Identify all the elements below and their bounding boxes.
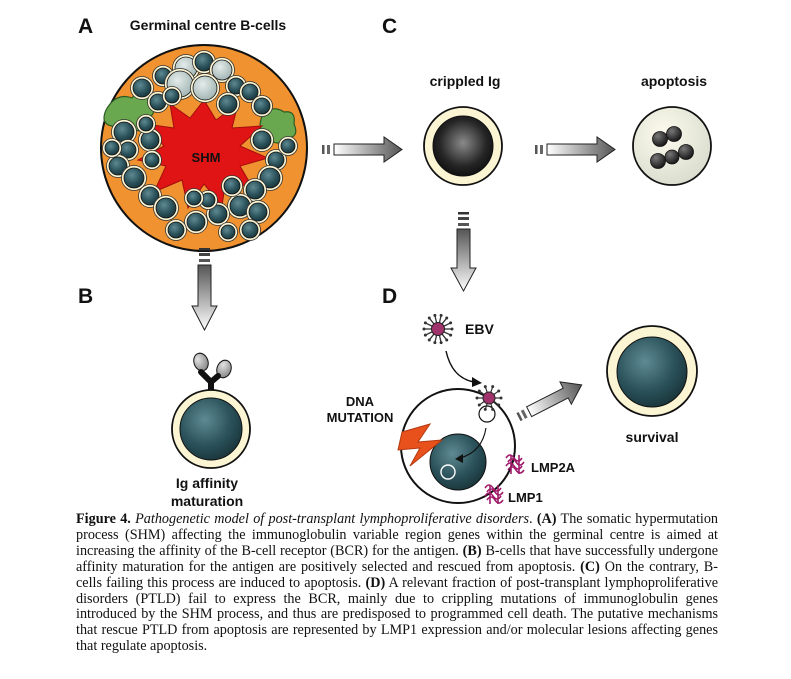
caption-a-marker: (A) [536,511,557,527]
caption-d-text: A relevant fraction of post-transplant l… [76,574,718,655]
b-cell [102,138,122,158]
lmp2a-protein [505,454,525,474]
b-cell [184,210,208,234]
b-cell [136,114,156,134]
b-cell [190,73,220,103]
germinal-centre: Germinal centre B-cells SHM [100,17,308,252]
pathogenetic-model-diagram: A C B D Germinal centre B-cells SHM crip… [78,15,712,509]
lmp1-protein [484,484,504,504]
caption-figure-title: Pathogenetic model of post-transplant ly… [135,511,529,527]
caption-b-text: B-cells that have successfully undergone… [76,542,719,575]
b-cell [250,128,274,152]
affinity-label-line2: maturation [171,493,243,509]
ptld-cell [400,388,516,504]
caption-c-marker: (C) [580,558,600,575]
b-cell [216,92,240,116]
b-cell [278,136,298,156]
antigen-left [193,352,209,372]
mature-b-cell [171,389,251,469]
viral-episome-nuclear [440,464,456,480]
dna-mutation-line2: MUTATION [327,410,394,425]
panel-letter-a: A [78,15,93,38]
apoptotic-cell [632,106,712,186]
survival-label: survival [626,429,679,445]
caption-d-marker: (D) [365,574,386,591]
b-cell [209,57,235,83]
ebv-at-membrane [475,385,503,411]
affinity-label-line1: Ig affinity [176,475,238,491]
crippled-ig-label: crippled Ig [430,73,501,89]
b-cell [184,188,204,208]
b-cell [121,165,147,191]
b-cell [165,219,187,241]
bcr-receptor [193,352,232,396]
figure-caption: Figure 4. Pathogenetic model of post-tra… [76,511,719,655]
germinal-centre-title: Germinal centre B-cells [130,17,287,33]
antigen-right [216,359,232,379]
b-cell [221,175,243,197]
caption-a-text: The somatic hypermutation process (SHM) … [76,511,719,559]
lmp1-label: LMP1 [508,490,543,505]
arrow-a-to-b [191,248,218,332]
b-cell [239,219,261,241]
caption-c-text: On the contrary, B-cells failing this pr… [76,558,718,591]
b-cell [251,95,273,117]
panel-letter-b: B [78,285,93,308]
apoptotic-body [678,144,694,160]
b-cell [142,150,162,170]
b-cell [153,195,179,221]
apoptotic-body [664,149,680,165]
b-cell [218,222,238,242]
arrow-d-to-survival [516,381,583,422]
arrow-a-to-c [322,136,403,163]
b-cell [243,178,267,202]
ebv-particle [422,313,454,345]
apoptosis-label: apoptosis [641,73,707,89]
panel-letter-c: C [382,15,397,38]
b-cell [130,76,154,100]
arrow-c-to-d [450,212,477,293]
germinal-cells [102,50,298,242]
apoptotic-body [652,131,668,147]
arrow-crippled-to-apoptosis [535,136,616,163]
b-cell [239,81,261,103]
caption-figure-label: Figure 4. [76,511,131,527]
ebv-entry-arrow [445,350,475,383]
caption-b-marker: (B) [462,542,482,559]
b-cell [111,119,137,145]
shm-label: SHM [192,150,221,165]
apoptotic-body [666,126,682,142]
lmp2a-label: LMP2A [531,460,576,475]
apoptotic-body [650,153,666,169]
crippled-cell [423,106,503,186]
dna-mutation-line1: DNA [346,394,375,409]
surviving-cell [606,325,698,417]
b-cell [162,86,182,106]
panel-letter-d: D [382,285,397,308]
lightning-icon [397,423,444,467]
b-cell [138,128,162,152]
ebv-label: EBV [465,321,494,337]
